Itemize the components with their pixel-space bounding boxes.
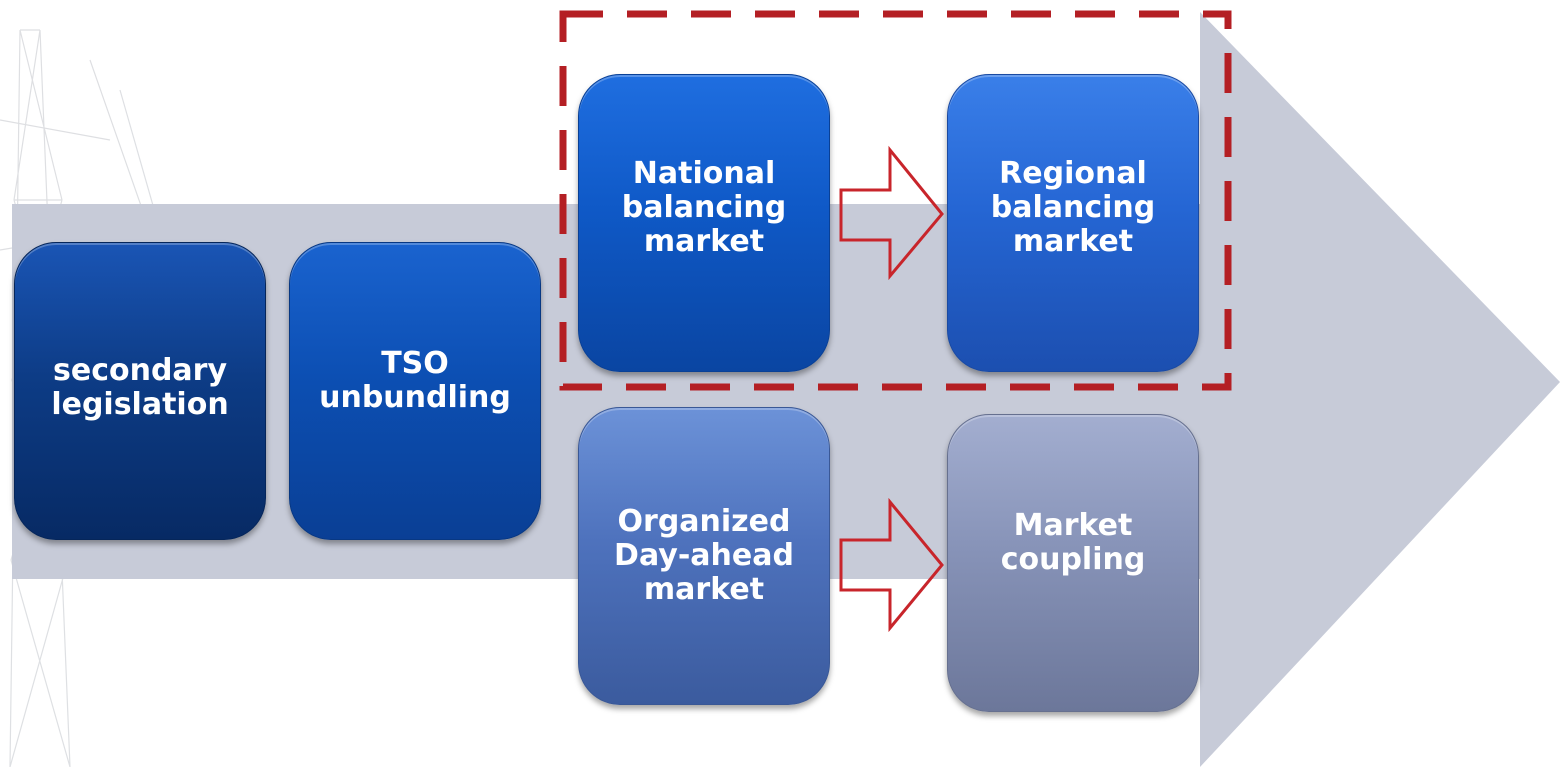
secondary-legislation-label: secondary legislation [51, 353, 229, 422]
tso-unbundling-label: TSO unbundling [319, 346, 511, 415]
national-balancing-market-label: National balancing market [621, 156, 787, 259]
regional-balancing-market-box: Regional balancing market [947, 74, 1199, 372]
organized-day-ahead-market-label: Organized Day-ahead market [614, 504, 794, 607]
tso-unbundling-box: TSO unbundling [289, 242, 541, 540]
market-coupling-box: Market coupling [947, 414, 1199, 712]
market-coupling-label: Market coupling [1000, 508, 1146, 577]
secondary-legislation-box: secondary legislation [14, 242, 266, 540]
national-balancing-market-box: National balancing market [578, 74, 830, 372]
organized-day-ahead-market-box: Organized Day-ahead market [578, 407, 830, 705]
regional-balancing-market-label: Regional balancing market [990, 156, 1156, 259]
